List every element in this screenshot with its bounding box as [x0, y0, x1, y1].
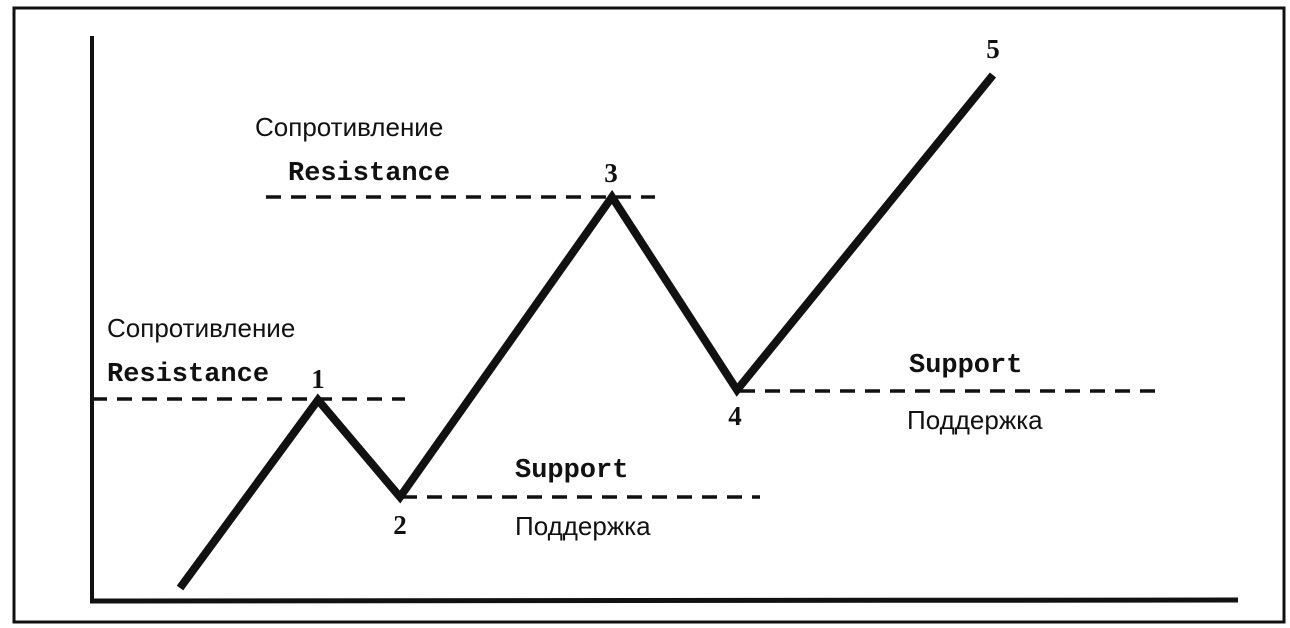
point-label-2: 2 [393, 510, 407, 540]
support-2-label-en: Support [515, 456, 628, 486]
support-2-label-ru: Поддержка [515, 511, 651, 541]
resistance-3-label-en: Resistance [288, 159, 450, 189]
point-label-5: 5 [986, 34, 1000, 64]
resistance-1-label-en: Resistance [107, 360, 269, 390]
point-label-1: 1 [311, 364, 325, 394]
price-path [176, 72, 997, 591]
support-4-label-ru: Поддержка [907, 405, 1043, 435]
resistance-1-label-ru: Сопротивление [107, 313, 295, 343]
support-4-label-en: Support [909, 351, 1022, 381]
point-label-3: 3 [604, 158, 618, 188]
point-label-4: 4 [728, 401, 742, 431]
diagram-frame [12, 6, 1286, 624]
x-axis [89, 597, 1239, 604]
resistance-3-label-ru: Сопротивление [255, 112, 443, 142]
